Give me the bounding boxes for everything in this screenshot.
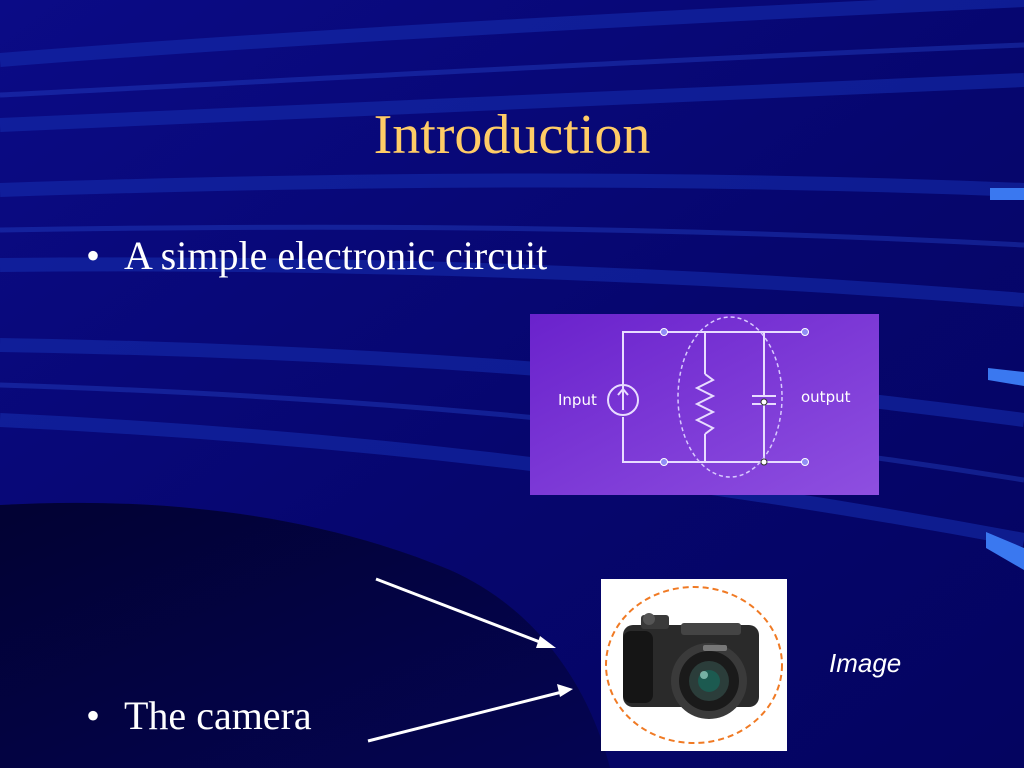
bullet-camera: • The camera [86,692,312,740]
slide-title: Introduction [373,104,651,166]
camera-image [601,579,787,751]
bullet-text: A simple electronic circuit [124,233,548,278]
camera-icon [605,586,783,744]
circuit-output-label: output [801,388,851,406]
camera-caption: Image [829,648,902,678]
bullet-circuit: • A simple electronic circuit [86,232,547,280]
bullet-symbol: • [86,233,101,278]
bullet-text: The camera [124,693,312,738]
circuit-input-label: Input [558,391,597,409]
circuit-diagram: Input output [530,314,879,495]
bullet-symbol: • [86,693,101,738]
